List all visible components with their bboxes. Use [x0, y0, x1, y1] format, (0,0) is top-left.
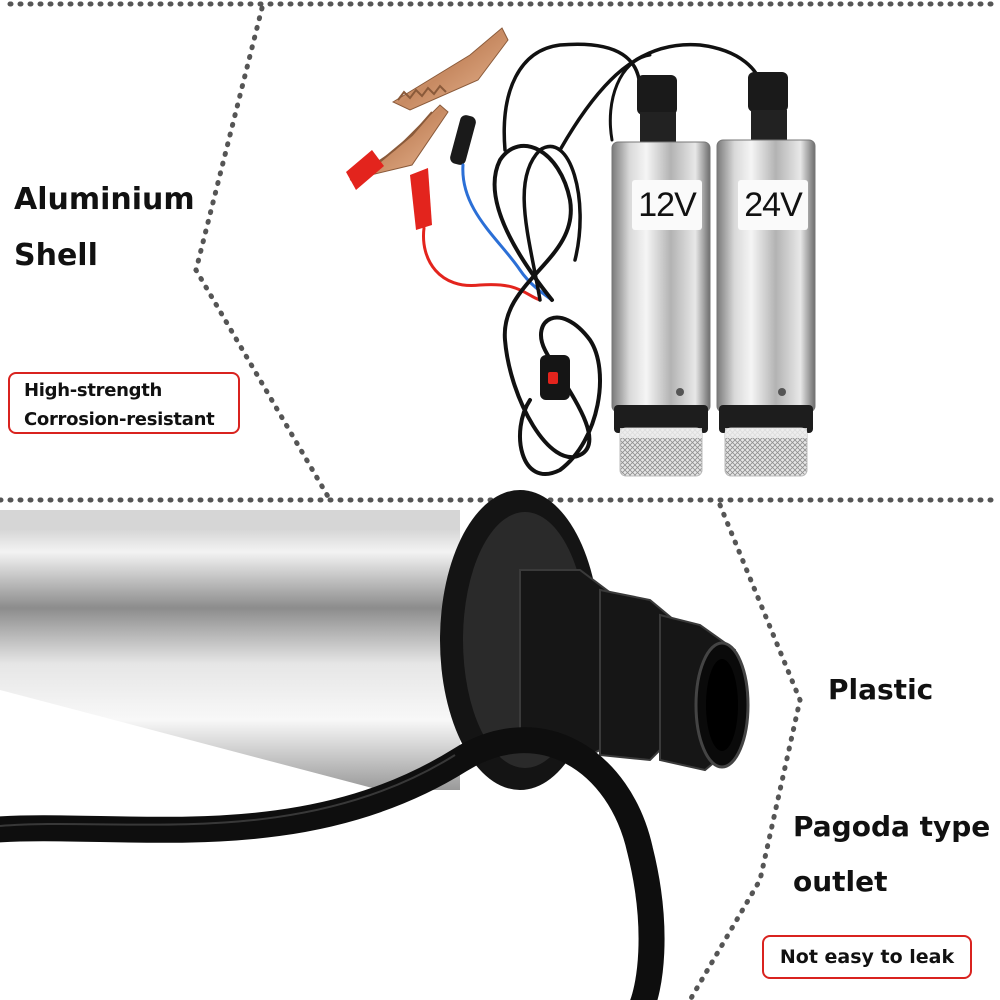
pump-24v — [716, 72, 816, 477]
rocker-switch-icon — [540, 355, 570, 400]
outlet-title-line1: Pagoda type — [793, 810, 991, 843]
shell-feature-badge: High-strength Corrosion-resistant — [8, 372, 240, 434]
outlet-badge-text: Not easy to leak — [779, 946, 955, 968]
pump-12v — [611, 75, 711, 477]
outlet-title-line2: outlet — [793, 865, 888, 898]
outlet-material-label: Plastic — [828, 673, 934, 706]
shell-badge-line1: High-strength — [24, 380, 163, 401]
pump-closeup — [0, 490, 750, 1000]
shell-badge-line2: Corrosion-resistant — [24, 409, 215, 430]
shell-title-line1: Aluminium — [14, 182, 195, 217]
outlet-feature-badge: Not easy to leak — [762, 935, 972, 979]
voltage-label-12v: 12V — [632, 180, 702, 230]
voltage-label-24v: 24V — [738, 180, 808, 230]
power-cable — [422, 42, 764, 476]
alligator-clip-icon — [346, 27, 509, 230]
shell-title-line2: Shell — [14, 238, 98, 273]
